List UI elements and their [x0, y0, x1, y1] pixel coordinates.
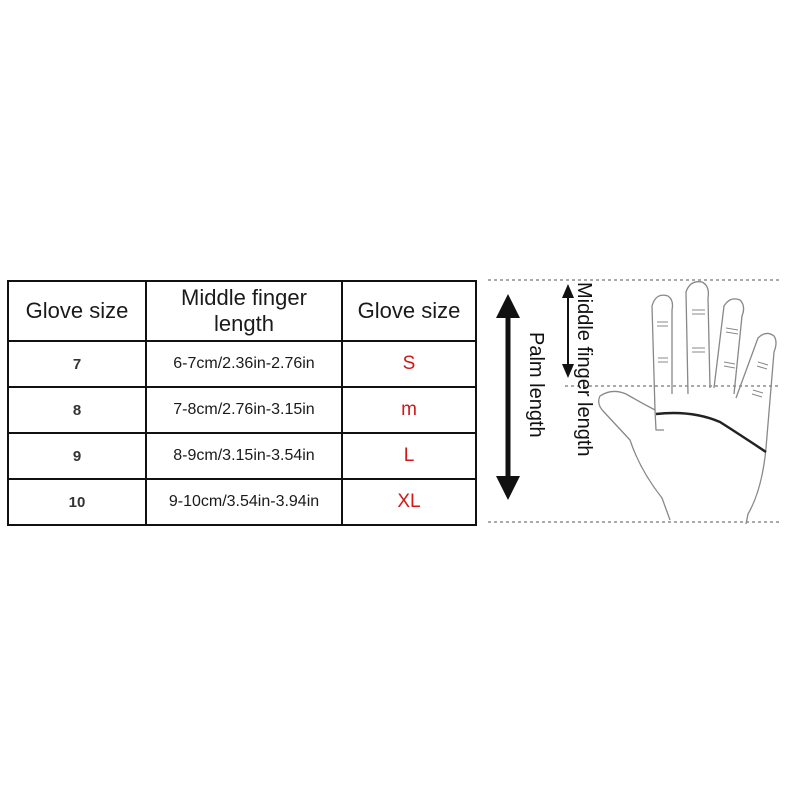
palm-crease-line [655, 411, 767, 454]
header-middle-finger-length: Middle finger length [145, 280, 343, 342]
row-size-number: 8 [7, 386, 147, 434]
hand-measurement-diagram: Palm length Middle finger length [488, 279, 780, 525]
row-finger-length: 7-8cm/2.76in-3.15in [145, 386, 343, 434]
hand-outline-icon [598, 281, 777, 525]
finger-crease-marks [657, 309, 769, 398]
header-glove-size: Glove size [7, 280, 147, 342]
table-row: 7 6-7cm/2.36in-2.76in S [7, 340, 477, 388]
row-size-number: 9 [7, 432, 147, 480]
row-finger-length: 9-10cm/3.54in-3.94in [145, 478, 343, 526]
row-glove-letter: m [341, 386, 477, 434]
row-finger-length: 8-9cm/3.15in-3.54in [145, 432, 343, 480]
middle-finger-length-label: Middle finger length [573, 282, 595, 457]
row-glove-letter: XL [341, 478, 477, 526]
header-middle-finger-length-text: Middle finger length [181, 285, 307, 336]
palm-length-arrow [496, 294, 520, 500]
palm-length-label: Palm length [525, 332, 547, 438]
table-row: 9 8-9cm/3.15in-3.54in L [7, 432, 477, 480]
size-chart-table: Glove size Middle finger length Glove si… [7, 280, 477, 526]
table-header-row: Glove size Middle finger length Glove si… [7, 280, 477, 342]
middle-finger-arrow [562, 284, 574, 378]
row-finger-length: 6-7cm/2.36in-2.76in [145, 340, 343, 388]
row-glove-letter: L [341, 432, 477, 480]
header-glove-size-letter: Glove size [341, 280, 477, 342]
row-glove-letter: S [341, 340, 477, 388]
table-row: 8 7-8cm/2.76in-3.15in m [7, 386, 477, 434]
row-size-number: 7 [7, 340, 147, 388]
table-row: 10 9-10cm/3.54in-3.94in XL [7, 478, 477, 526]
row-size-number: 10 [7, 478, 147, 526]
